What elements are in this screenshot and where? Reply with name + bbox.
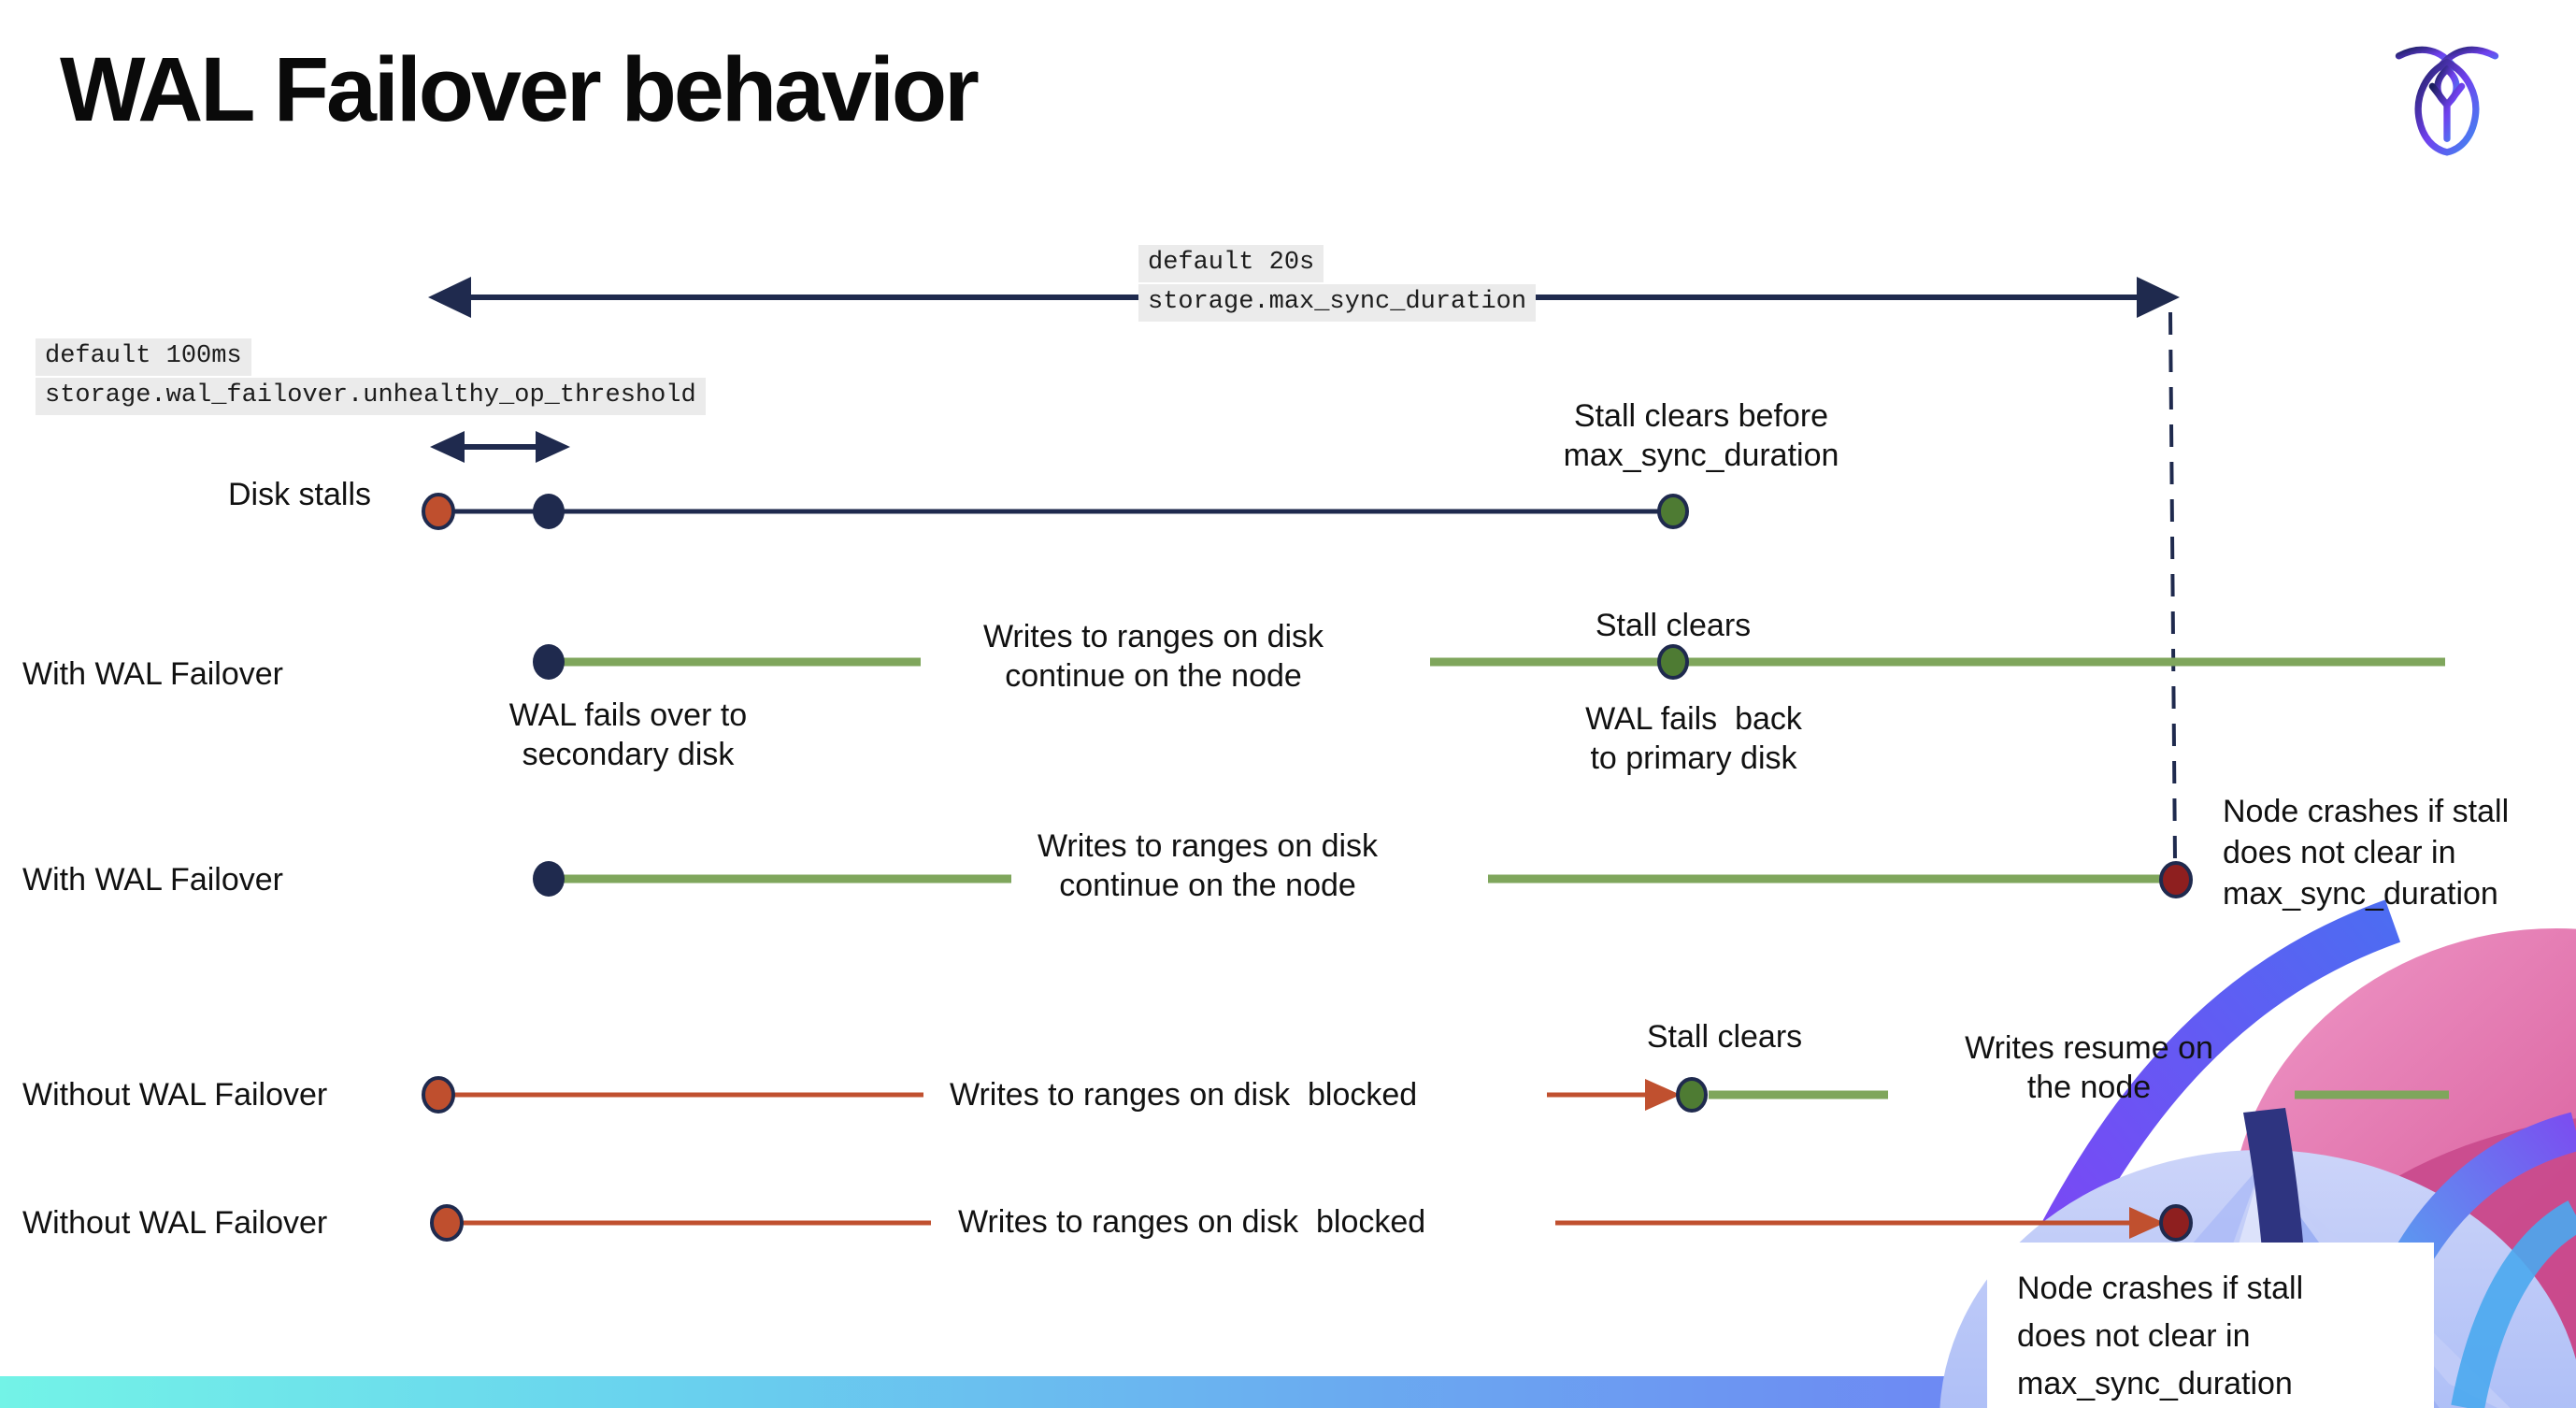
unhealthy-op-threshold-label: default 100ms storage.wal_failover.unhea… — [36, 338, 706, 417]
stall-start-dot — [422, 1076, 455, 1113]
setting-default-value: default 20s — [1138, 245, 1324, 282]
arrowhead-left-icon — [428, 277, 471, 318]
stall-start-dot — [430, 1204, 464, 1242]
inner-y — [2428, 82, 2466, 142]
setting-name: storage.max_sync_duration — [1138, 284, 1537, 322]
row-with-wal-failover-1-timeline — [533, 644, 2445, 680]
row-label-disk-stalls: Disk stalls — [228, 477, 372, 512]
row-label-with-wal-failover-2: With WAL Failover — [22, 862, 283, 898]
writes-blocked-label-2: Writes to ranges on disk blocked — [958, 1204, 1426, 1240]
stall-clears-before-label: Stall clears before max_sync_duration — [1563, 398, 1839, 473]
dashed-max-sync-line — [2168, 311, 2177, 861]
writes-resume-label: Writes resume on the node — [1965, 1030, 2213, 1105]
row-label-with-wal-failover-1: With WAL Failover — [22, 656, 283, 692]
failover-dot — [533, 861, 565, 897]
node-crashes-label-2: Node crashes if stall does not clear in … — [2017, 1271, 2304, 1401]
threshold-dot — [533, 494, 565, 529]
page-title: WAL Failover behavior — [60, 38, 980, 140]
row-label-without-wal-failover-1: Without WAL Failover — [22, 1077, 328, 1113]
arrowhead-icon — [2129, 1207, 2165, 1239]
writes-continue-label-2: Writes to ranges on disk continue on the… — [1037, 828, 1379, 903]
node-crash-dot — [2159, 861, 2193, 898]
crash-callout-box: Node crashes if stall does not clear in … — [1987, 1243, 2434, 1408]
unhealthy-op-threshold-arrow — [430, 431, 570, 463]
row-label-without-wal-failover-2: Without WAL Failover — [22, 1205, 328, 1241]
setting-name: storage.wal_failover.unhealthy_op_thresh… — [36, 378, 706, 415]
writes-blocked-label-1: Writes to ranges on disk blocked — [950, 1077, 1418, 1113]
node-crash-dot — [2159, 1204, 2193, 1242]
stall-clear-dot — [1657, 494, 1689, 529]
arrowhead-right-icon — [2137, 277, 2180, 318]
row-with-wal-failover-2-timeline — [533, 861, 2193, 898]
failover-dot — [533, 644, 565, 680]
stall-start-dot — [422, 493, 455, 530]
cockroachdb-logo — [2395, 46, 2499, 156]
stall-clears-label-1: Stall clears — [1595, 608, 1752, 643]
max-sync-duration-label: default 20s storage.max_sync_duration — [1138, 245, 1537, 323]
row-disk-stalls-timeline — [422, 493, 1689, 530]
writes-continue-label-1: Writes to ranges on disk continue on the… — [982, 619, 1324, 694]
body-outline — [2414, 58, 2480, 156]
node-crashes-label-1: Node crashes if stall does not clear in … — [2223, 794, 2510, 912]
stall-clear-dot — [1676, 1077, 1708, 1113]
stall-clears-label-2: Stall clears — [1646, 1019, 1803, 1055]
arrowhead-icon — [1645, 1079, 1681, 1111]
row-without-wal-failover-1-timeline — [422, 1076, 2449, 1113]
wal-fails-back-label: WAL fails back to primary disk — [1585, 701, 1802, 776]
row-without-wal-failover-2-timeline — [430, 1204, 2193, 1242]
wal-fails-over-label: WAL fails over to secondary disk — [508, 697, 748, 772]
stall-clear-dot — [1657, 644, 1689, 680]
arrowhead-left-icon — [430, 431, 465, 463]
arrowhead-right-icon — [536, 431, 570, 463]
setting-default-value: default 100ms — [36, 338, 251, 376]
